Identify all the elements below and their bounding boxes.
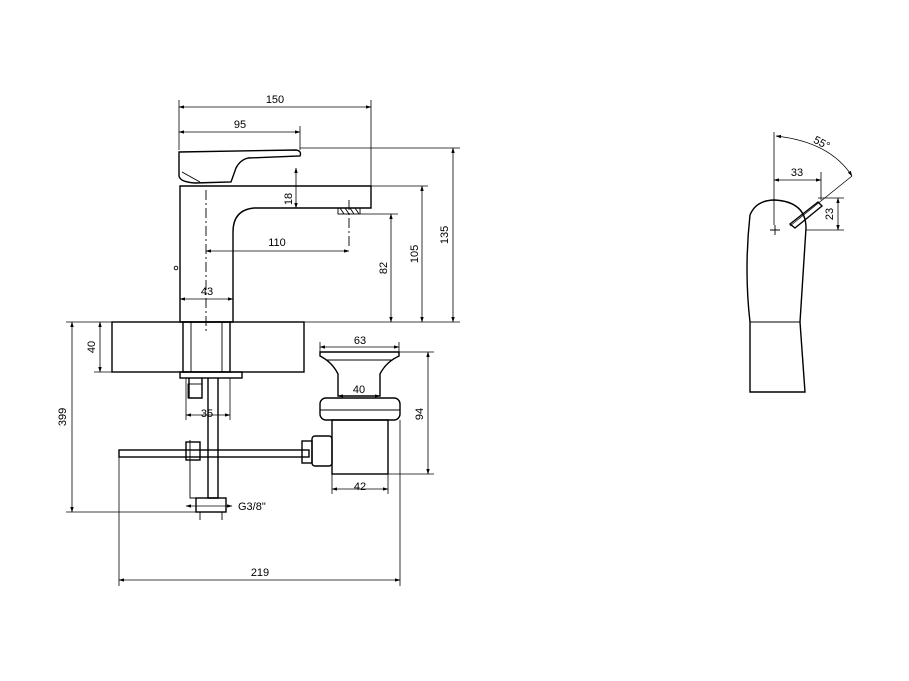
dim-43-label: 43 bbox=[201, 286, 213, 298]
lower-rod bbox=[189, 440, 196, 499]
handle-detail bbox=[181, 171, 201, 183]
dim-82-label: 82 bbox=[378, 262, 390, 274]
dim-110-label: 110 bbox=[268, 237, 286, 249]
dim-63-label: 63 bbox=[354, 335, 366, 347]
hose-fitting bbox=[195, 497, 227, 513]
dim-42-label: 42 bbox=[354, 481, 366, 493]
extension-lines bbox=[178, 100, 460, 323]
dim-399-label: 399 bbox=[57, 408, 69, 426]
dim-105-label: 105 bbox=[409, 245, 421, 263]
dim-219-label: 219 bbox=[251, 567, 269, 579]
shank bbox=[182, 321, 231, 373]
popup-rod-tip bbox=[173, 265, 179, 271]
mounting-nut bbox=[179, 371, 243, 379]
faucet-side-view bbox=[746, 199, 824, 393]
faucet-body bbox=[179, 185, 372, 323]
side-extension-lines bbox=[773, 132, 853, 231]
supply-hoses bbox=[188, 378, 219, 499]
dim-94-label: 94 bbox=[414, 408, 426, 420]
dim-40-waste-label: 40 bbox=[353, 384, 365, 396]
dim-18-label: 18 bbox=[283, 193, 295, 205]
extension-lines-lower bbox=[66, 321, 434, 586]
countertop bbox=[111, 321, 305, 373]
side-profile bbox=[746, 199, 807, 393]
faucet-front-view bbox=[173, 149, 372, 323]
dim-135-label: 135 bbox=[439, 226, 451, 244]
dim-thread-label: G3/8" bbox=[238, 501, 266, 513]
drain-waste bbox=[319, 351, 401, 475]
dim-55-arc bbox=[775, 134, 853, 177]
side-axis-mark bbox=[770, 225, 780, 235]
waste-body bbox=[331, 419, 389, 475]
dim-150-label: 150 bbox=[266, 94, 284, 106]
dim-55-label: 55° bbox=[811, 134, 831, 152]
dim-95-label: 95 bbox=[234, 119, 246, 131]
side-lever bbox=[788, 201, 824, 229]
dim-35-label: 35 bbox=[201, 408, 213, 420]
faucet-handle bbox=[178, 149, 302, 184]
waste-nut bbox=[319, 397, 401, 421]
deck-section bbox=[111, 321, 305, 520]
dim-33-label: 33 bbox=[791, 167, 803, 179]
dim-40-deck-label: 40 bbox=[86, 341, 98, 353]
popup-lift-rod bbox=[118, 435, 333, 467]
dim-23-label: 23 bbox=[824, 208, 836, 220]
